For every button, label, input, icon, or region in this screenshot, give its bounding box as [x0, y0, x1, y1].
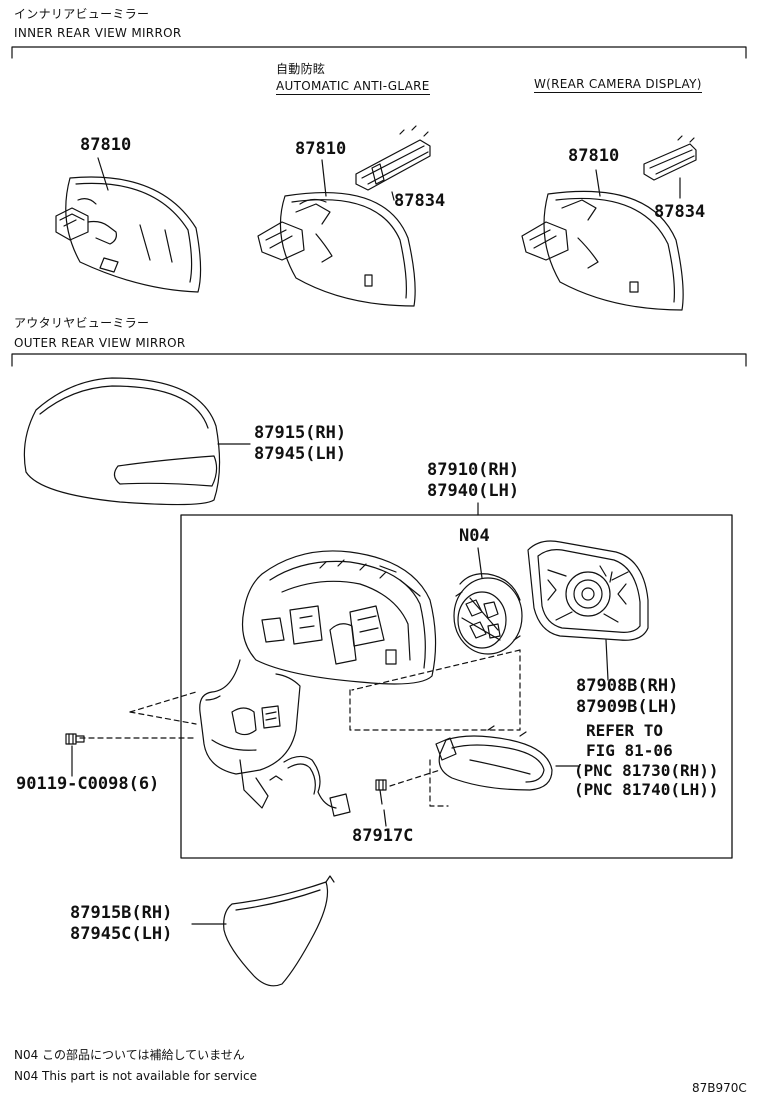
- part-87810-camera: 87810: [568, 146, 620, 166]
- part-lower-cover-lh: 87945C(LH): [70, 924, 173, 944]
- assembly-box: [180, 514, 733, 859]
- lower-cover: [223, 875, 335, 987]
- leader-87810-a: [97, 157, 109, 191]
- screw-87917c: [375, 779, 387, 805]
- part-assy-lh: 87940(LH): [427, 481, 520, 501]
- part-glass-rh: 87908B(RH): [576, 676, 679, 696]
- refer-line-2: FIG 81-06: [586, 741, 673, 760]
- inner-section-title-en: INNER REAR VIEW MIRROR: [14, 26, 182, 40]
- part-glass-lh: 87909B(LH): [576, 697, 679, 717]
- part-n04: N04: [459, 526, 490, 546]
- wire-harness: [269, 755, 351, 817]
- refer-line-1: REFER TO: [586, 721, 664, 740]
- leader-87810-b: [321, 159, 327, 197]
- variant-camera: W(REAR CAMERA DISPLAY): [534, 77, 702, 93]
- assembly-dashed-guides: [349, 649, 521, 807]
- variant-auto-en: AUTOMATIC ANTI-GLARE: [276, 79, 430, 95]
- part-lower-cover-rh: 87915B(RH): [70, 903, 173, 923]
- mirror-glass: [527, 540, 649, 641]
- leader-screw: [383, 809, 387, 827]
- note-n04-en: N04 This part is not available for servi…: [14, 1069, 257, 1083]
- part-screw: 87917C: [352, 826, 414, 846]
- actuator-n04: [453, 573, 523, 655]
- note-n04-jp: N04 この部品については補給していません: [14, 1048, 245, 1062]
- inner-mirror-camera: [521, 190, 684, 311]
- part-87834-camera: 87834: [654, 202, 706, 222]
- part-assy-rh: 87910(RH): [427, 460, 520, 480]
- outer-section-title-en: OUTER REAR VIEW MIRROR: [14, 336, 186, 350]
- inner-section-title-jp: インナリアビューミラー: [14, 7, 150, 21]
- inner-mirror-standard: [55, 176, 202, 293]
- leader-n04: [477, 547, 483, 579]
- leader-87834-a: [391, 191, 395, 201]
- bolt-dashed-guides: [79, 691, 197, 739]
- sensor-bracket-auto: [355, 125, 431, 191]
- mirror-body-housing: [241, 550, 437, 685]
- inner-section-bracket: [11, 46, 747, 59]
- part-87810-standard: 87810: [80, 135, 132, 155]
- mirror-cover: [23, 377, 221, 506]
- turn-signal-lamp: [435, 725, 553, 791]
- part-bolt: 90119-C0098(6): [16, 774, 160, 794]
- sensor-bracket-camera: [643, 135, 697, 181]
- leader-glass: [605, 639, 609, 681]
- outer-section-bracket: [11, 353, 747, 367]
- leader-87810-c: [595, 169, 601, 197]
- variant-auto-jp: 自動防眩: [276, 62, 326, 76]
- part-cover-rh: 87915(RH): [254, 423, 347, 443]
- refer-line-4: (PNC 81740(LH)): [574, 780, 719, 799]
- part-cover-lh: 87945(LH): [254, 444, 347, 464]
- mirror-base: [199, 659, 301, 809]
- refer-line-3: (PNC 81730(RH)): [574, 761, 719, 780]
- inner-mirror-auto: [257, 191, 416, 307]
- part-87834-auto: 87834: [394, 191, 446, 211]
- figure-code: 87B970C: [692, 1081, 747, 1095]
- bolt-90119: [65, 733, 85, 745]
- outer-section-title-jp: アウタリヤビューミラー: [14, 316, 150, 330]
- part-87810-auto: 87810: [295, 139, 347, 159]
